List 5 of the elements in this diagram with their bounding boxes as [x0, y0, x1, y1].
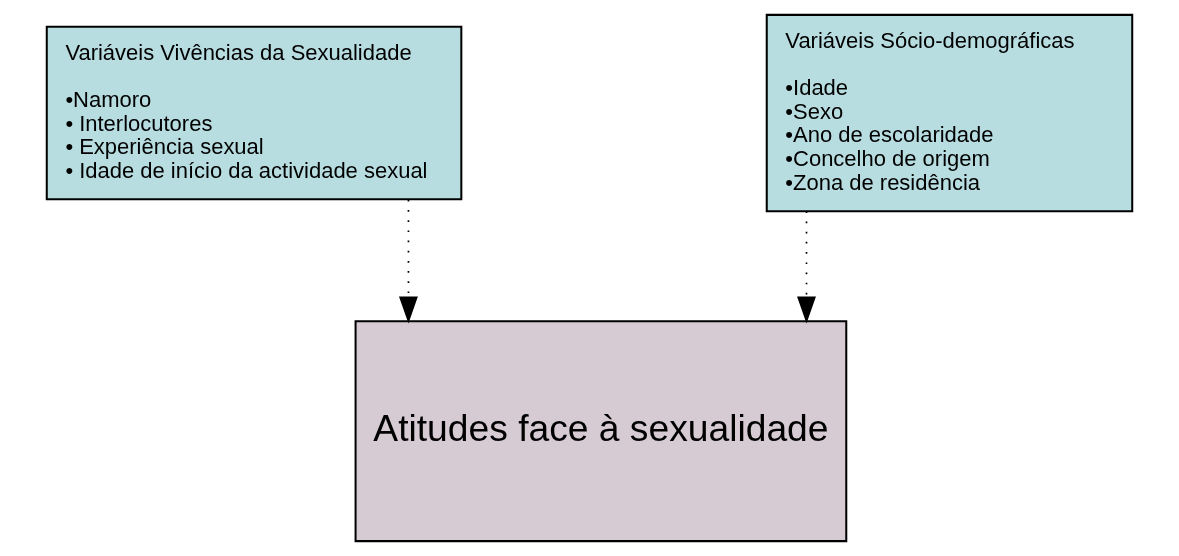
arrow — [797, 210, 816, 324]
node-box: Atitudes face à sexualidade — [354, 320, 848, 543]
node-box: Variáveis Vivências da Sexualidade •Namoro • Interlocutores • Experiência sexual • Idade de início da actividade sexual — [45, 25, 463, 201]
arrow — [398, 199, 418, 324]
node-box: Variáveis Sócio-demográficas •Idade •Sexo •Ano de escolaridade •Concelho de origem •Zona de residência — [765, 13, 1134, 213]
